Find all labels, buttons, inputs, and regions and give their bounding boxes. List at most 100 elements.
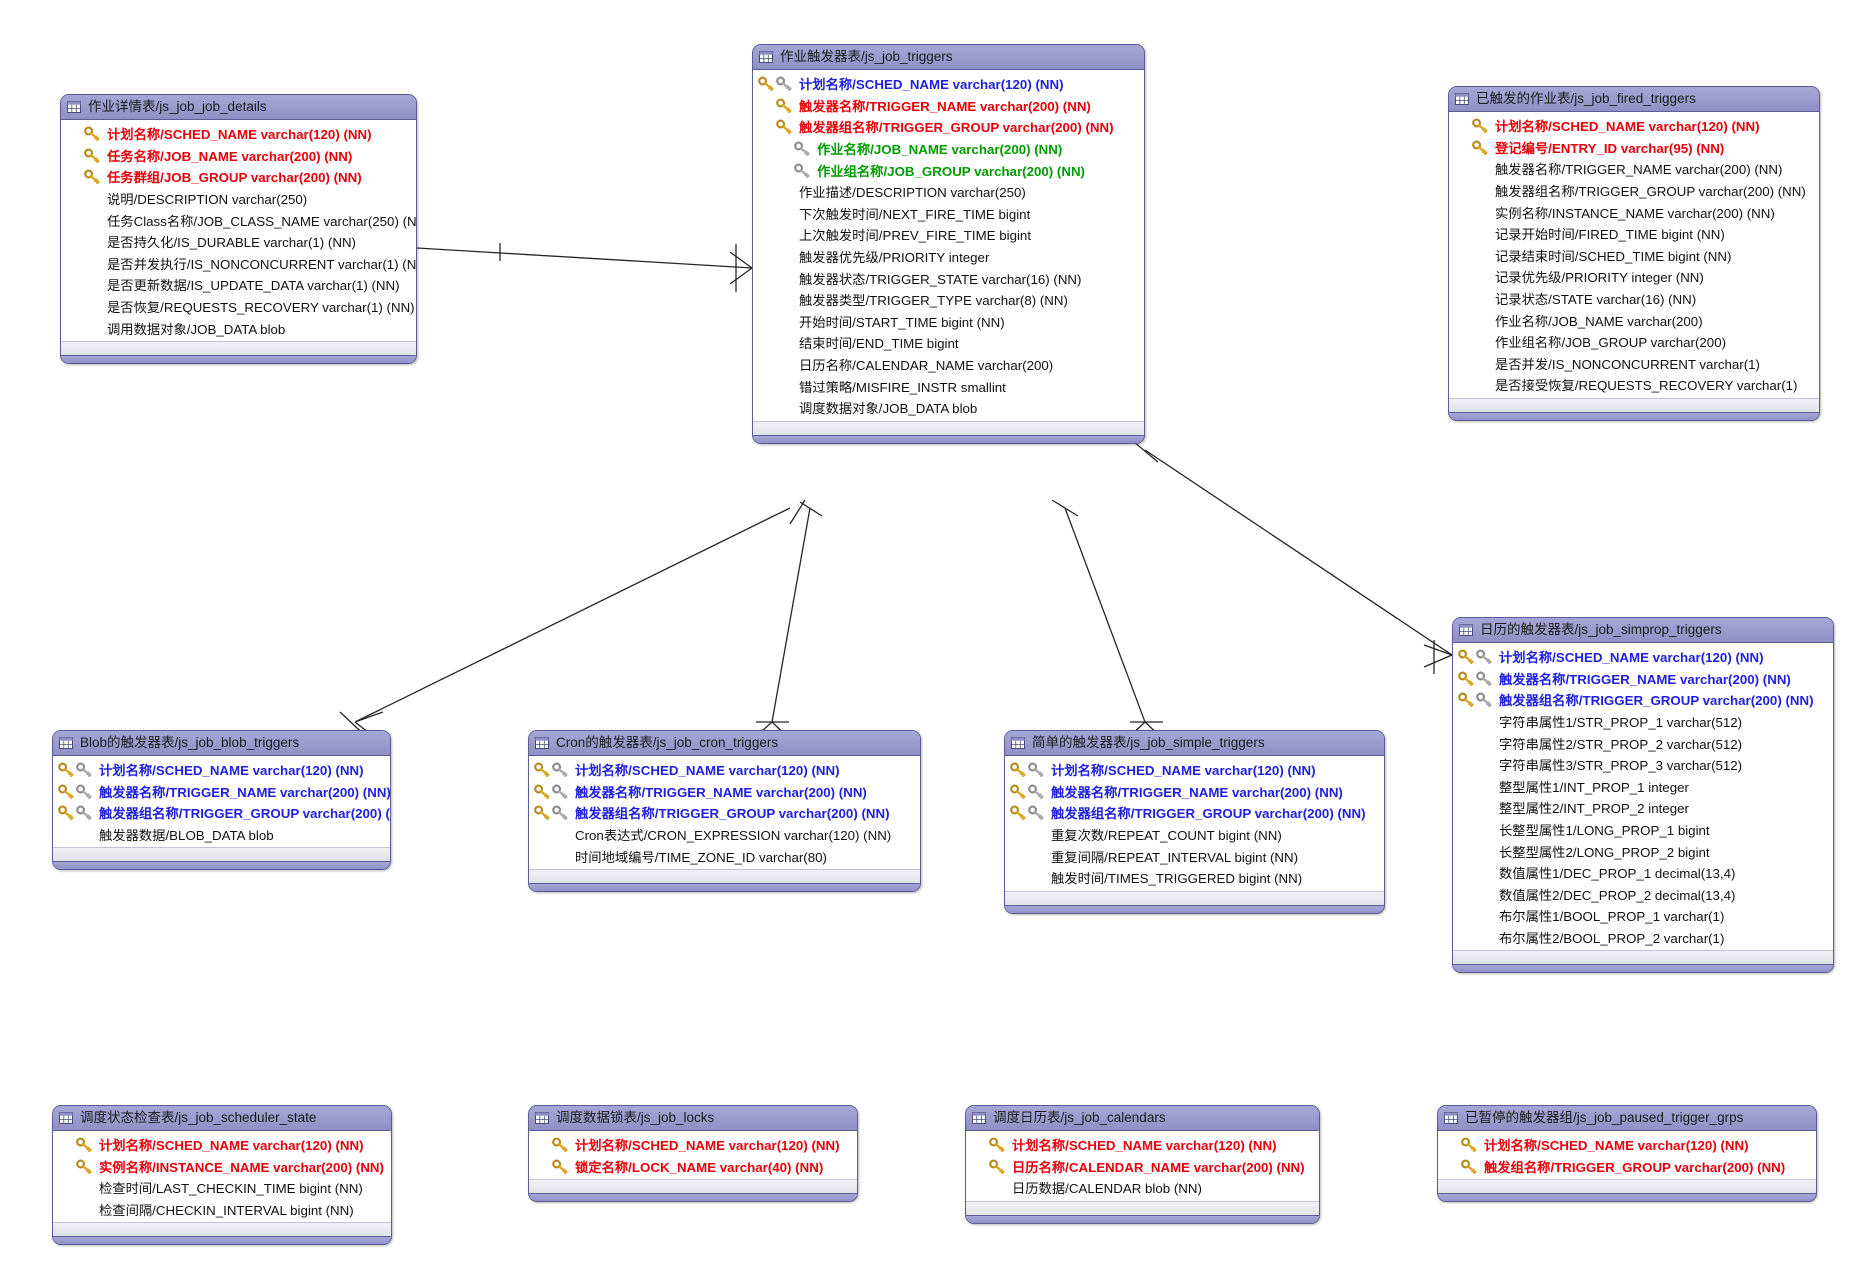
attribute-fired_triggers-10[interactable]: 作业组名称/JOB_GROUP varchar(200): [1449, 331, 1819, 353]
attribute-calendars-1[interactable]: 日历名称/CALENDAR_NAME varchar(200) (NN): [966, 1156, 1319, 1178]
attribute-fired_triggers-11[interactable]: 是否并发/IS_NONCONCURRENT varchar(1): [1449, 353, 1819, 375]
attribute-calendars-2[interactable]: 日历数据/CALENDAR blob (NN): [966, 1177, 1319, 1199]
attribute-cron_triggers-4[interactable]: 时间地域编号/TIME_ZONE_ID varchar(80): [529, 845, 920, 867]
attribute-simprop_triggers-13[interactable]: 布尔属性2/BOOL_PROP_2 varchar(1): [1453, 927, 1833, 949]
entity-table-calendars[interactable]: 调度日历表/js_job_calendars 计划名称/SCHED_NAME v…: [965, 1105, 1320, 1224]
attribute-fired_triggers-12[interactable]: 是否接受恢复/REQUESTS_RECOVERY varchar(1): [1449, 374, 1819, 396]
attribute-simprop_triggers-5[interactable]: 字符串属性3/STR_PROP_3 varchar(512): [1453, 754, 1833, 776]
entity-header-locks[interactable]: 调度数据锁表/js_job_locks: [529, 1106, 857, 1131]
entity-header-simprop_triggers[interactable]: 日历的触发器表/js_job_simprop_triggers: [1453, 618, 1833, 643]
attribute-fired_triggers-3[interactable]: 触发器组名称/TRIGGER_GROUP varchar(200) (NN): [1449, 180, 1819, 202]
entity-header-scheduler_state[interactable]: 调度状态检查表/js_job_scheduler_state: [53, 1106, 391, 1131]
entity-table-scheduler_state[interactable]: 调度状态检查表/js_job_scheduler_state 计划名称/SCHE…: [52, 1105, 392, 1246]
attribute-scheduler_state-0[interactable]: 计划名称/SCHED_NAME varchar(120) (NN): [53, 1134, 391, 1156]
entity-table-fired_triggers[interactable]: 已触发的作业表/js_job_fired_triggers 计划名称/SCHED…: [1448, 86, 1820, 421]
attribute-job_details-2[interactable]: 任务群组/JOB_GROUP varchar(200) (NN): [61, 166, 416, 188]
attribute-blob_triggers-3[interactable]: 触发器数据/BLOB_DATA blob: [53, 824, 390, 846]
attribute-job_triggers-13[interactable]: 日历名称/CALENDAR_NAME varchar(200): [753, 354, 1144, 376]
attribute-paused_trigger_grps-0[interactable]: 计划名称/SCHED_NAME varchar(120) (NN): [1438, 1134, 1816, 1156]
entity-table-cron_triggers[interactable]: Cron的触发器表/js_job_cron_triggers 计划名称/SCHE…: [528, 730, 921, 892]
attribute-fired_triggers-8[interactable]: 记录状态/STATE varchar(16) (NN): [1449, 288, 1819, 310]
attribute-calendars-0[interactable]: 计划名称/SCHED_NAME varchar(120) (NN): [966, 1134, 1319, 1156]
attribute-job_triggers-0[interactable]: 计划名称/SCHED_NAME varchar(120) (NN): [753, 73, 1144, 95]
attribute-locks-0[interactable]: 计划名称/SCHED_NAME varchar(120) (NN): [529, 1134, 857, 1156]
attribute-fired_triggers-6[interactable]: 记录结束时间/SCHED_TIME bigint (NN): [1449, 245, 1819, 267]
attribute-scheduler_state-2[interactable]: 检查时间/LAST_CHECKIN_TIME bigint (NN): [53, 1177, 391, 1199]
attribute-simple_triggers-2[interactable]: 触发器组名称/TRIGGER_GROUP varchar(200) (NN): [1005, 802, 1384, 824]
attribute-simprop_triggers-3[interactable]: 字符串属性1/STR_PROP_1 varchar(512): [1453, 711, 1833, 733]
attribute-simprop_triggers-0[interactable]: 计划名称/SCHED_NAME varchar(120) (NN): [1453, 646, 1833, 668]
entity-header-paused_trigger_grps[interactable]: 已暂停的触发器组/js_job_paused_trigger_grps: [1438, 1106, 1816, 1131]
attribute-fired_triggers-5[interactable]: 记录开始时间/FIRED_TIME bigint (NN): [1449, 223, 1819, 245]
entity-header-calendars[interactable]: 调度日历表/js_job_calendars: [966, 1106, 1319, 1131]
attribute-cron_triggers-0[interactable]: 计划名称/SCHED_NAME varchar(120) (NN): [529, 759, 920, 781]
attribute-fired_triggers-4[interactable]: 实例名称/INSTANCE_NAME varchar(200) (NN): [1449, 201, 1819, 223]
attribute-simple_triggers-4[interactable]: 重复间隔/REPEAT_INTERVAL bigint (NN): [1005, 845, 1384, 867]
attribute-scheduler_state-1[interactable]: 实例名称/INSTANCE_NAME varchar(200) (NN): [53, 1156, 391, 1178]
attribute-fired_triggers-7[interactable]: 记录优先级/PRIORITY integer (NN): [1449, 266, 1819, 288]
attribute-fired_triggers-9[interactable]: 作业名称/JOB_NAME varchar(200): [1449, 309, 1819, 331]
attribute-simprop_triggers-6[interactable]: 整型属性1/INT_PROP_1 integer: [1453, 776, 1833, 798]
attribute-cron_triggers-3[interactable]: Cron表达式/CRON_EXPRESSION varchar(120) (NN…: [529, 824, 920, 846]
attribute-fired_triggers-2[interactable]: 触发器名称/TRIGGER_NAME varchar(200) (NN): [1449, 158, 1819, 180]
attribute-job_triggers-9[interactable]: 触发器状态/TRIGGER_STATE varchar(16) (NN): [753, 267, 1144, 289]
attribute-job_details-5[interactable]: 是否持久化/IS_DURABLE varchar(1) (NN): [61, 231, 416, 253]
attribute-locks-1[interactable]: 锁定名称/LOCK_NAME varchar(40) (NN): [529, 1156, 857, 1178]
attribute-job_details-6[interactable]: 是否并发执行/IS_NONCONCURRENT varchar(1) (NN): [61, 253, 416, 275]
attribute-simple_triggers-1[interactable]: 触发器名称/TRIGGER_NAME varchar(200) (NN): [1005, 781, 1384, 803]
attribute-simprop_triggers-4[interactable]: 字符串属性2/STR_PROP_2 varchar(512): [1453, 732, 1833, 754]
entity-header-job_details[interactable]: 作业详情表/js_job_job_details: [61, 95, 416, 120]
entity-header-blob_triggers[interactable]: Blob的触发器表/js_job_blob_triggers: [53, 731, 390, 756]
attribute-simprop_triggers-10[interactable]: 数值属性1/DEC_PROP_1 decimal(13,4): [1453, 862, 1833, 884]
attribute-blob_triggers-2[interactable]: 触发器组名称/TRIGGER_GROUP varchar(200) (NN): [53, 802, 390, 824]
attribute-simprop_triggers-9[interactable]: 长整型属性2/LONG_PROP_2 bigint: [1453, 840, 1833, 862]
attribute-fired_triggers-1[interactable]: 登记编号/ENTRY_ID varchar(95) (NN): [1449, 137, 1819, 159]
attribute-blob_triggers-0[interactable]: 计划名称/SCHED_NAME varchar(120) (NN): [53, 759, 390, 781]
attribute-simple_triggers-0[interactable]: 计划名称/SCHED_NAME varchar(120) (NN): [1005, 759, 1384, 781]
entity-table-simprop_triggers[interactable]: 日历的触发器表/js_job_simprop_triggers 计划名称/SCH…: [1452, 617, 1834, 974]
attribute-job_triggers-10[interactable]: 触发器类型/TRIGGER_TYPE varchar(8) (NN): [753, 289, 1144, 311]
attribute-simprop_triggers-12[interactable]: 布尔属性1/BOOL_PROP_1 varchar(1): [1453, 905, 1833, 927]
attribute-job_triggers-2[interactable]: 触发器组名称/TRIGGER_GROUP varchar(200) (NN): [753, 116, 1144, 138]
attribute-job_details-9[interactable]: 调用数据对象/JOB_DATA blob: [61, 317, 416, 339]
attribute-cron_triggers-2[interactable]: 触发器组名称/TRIGGER_GROUP varchar(200) (NN): [529, 802, 920, 824]
entity-table-paused_trigger_grps[interactable]: 已暂停的触发器组/js_job_paused_trigger_grps 计划名称…: [1437, 1105, 1817, 1203]
attribute-job_triggers-8[interactable]: 触发器优先级/PRIORITY integer: [753, 246, 1144, 268]
attribute-job_details-1[interactable]: 任务名称/JOB_NAME varchar(200) (NN): [61, 145, 416, 167]
attribute-job_details-0[interactable]: 计划名称/SCHED_NAME varchar(120) (NN): [61, 123, 416, 145]
attribute-scheduler_state-3[interactable]: 检查间隔/CHECKIN_INTERVAL bigint (NN): [53, 1199, 391, 1221]
attribute-simple_triggers-3[interactable]: 重复次数/REPEAT_COUNT bigint (NN): [1005, 824, 1384, 846]
entity-table-locks[interactable]: 调度数据锁表/js_job_locks 计划名称/SCHED_NAME varc…: [528, 1105, 858, 1203]
entity-header-job_triggers[interactable]: 作业触发器表/js_job_triggers: [753, 45, 1144, 70]
attribute-job_details-7[interactable]: 是否更新数据/IS_UPDATE_DATA varchar(1) (NN): [61, 274, 416, 296]
attribute-simprop_triggers-11[interactable]: 数值属性2/DEC_PROP_2 decimal(13,4): [1453, 884, 1833, 906]
attribute-job_triggers-12[interactable]: 结束时间/END_TIME bigint: [753, 332, 1144, 354]
attribute-paused_trigger_grps-1[interactable]: 触发组名称/TRIGGER_GROUP varchar(200) (NN): [1438, 1156, 1816, 1178]
entity-table-job_triggers[interactable]: 作业触发器表/js_job_triggers 计划名称/SCHED_NAME v…: [752, 44, 1145, 444]
attribute-simple_triggers-5[interactable]: 触发时间/TIMES_TRIGGERED bigint (NN): [1005, 867, 1384, 889]
attribute-simprop_triggers-8[interactable]: 长整型属性1/LONG_PROP_1 bigint: [1453, 819, 1833, 841]
attribute-job_triggers-4[interactable]: 作业组名称/JOB_GROUP varchar(200) (NN): [753, 159, 1144, 181]
attribute-job_details-8[interactable]: 是否恢复/REQUESTS_RECOVERY varchar(1) (NN): [61, 296, 416, 318]
entity-table-simple_triggers[interactable]: 简单的触发器表/js_job_simple_triggers 计划名称/SCHE…: [1004, 730, 1385, 914]
attribute-job_triggers-1[interactable]: 触发器名称/TRIGGER_NAME varchar(200) (NN): [753, 95, 1144, 117]
attribute-job_triggers-5[interactable]: 作业描述/DESCRIPTION varchar(250): [753, 181, 1144, 203]
entity-header-simple_triggers[interactable]: 简单的触发器表/js_job_simple_triggers: [1005, 731, 1384, 756]
entity-header-fired_triggers[interactable]: 已触发的作业表/js_job_fired_triggers: [1449, 87, 1819, 112]
attribute-simprop_triggers-2[interactable]: 触发器组名称/TRIGGER_GROUP varchar(200) (NN): [1453, 689, 1833, 711]
entity-table-job_details[interactable]: 作业详情表/js_job_job_details 计划名称/SCHED_NAME…: [60, 94, 417, 364]
attribute-job_triggers-6[interactable]: 下次触发时间/NEXT_FIRE_TIME bigint: [753, 203, 1144, 225]
attribute-simprop_triggers-7[interactable]: 整型属性2/INT_PROP_2 integer: [1453, 797, 1833, 819]
attribute-job_triggers-7[interactable]: 上次触发时间/PREV_FIRE_TIME bigint: [753, 224, 1144, 246]
attribute-job_triggers-3[interactable]: 作业名称/JOB_NAME varchar(200) (NN): [753, 138, 1144, 160]
attribute-job_triggers-15[interactable]: 调度数据对象/JOB_DATA blob: [753, 397, 1144, 419]
entity-table-blob_triggers[interactable]: Blob的触发器表/js_job_blob_triggers 计划名称/SCHE…: [52, 730, 391, 871]
attribute-blob_triggers-1[interactable]: 触发器名称/TRIGGER_NAME varchar(200) (NN): [53, 781, 390, 803]
attribute-job_triggers-14[interactable]: 错过策略/MISFIRE_INSTR smallint: [753, 375, 1144, 397]
entity-header-cron_triggers[interactable]: Cron的触发器表/js_job_cron_triggers: [529, 731, 920, 756]
attribute-job_triggers-11[interactable]: 开始时间/START_TIME bigint (NN): [753, 311, 1144, 333]
attribute-job_details-4[interactable]: 任务Class名称/JOB_CLASS_NAME varchar(250) (N…: [61, 209, 416, 231]
attribute-cron_triggers-1[interactable]: 触发器名称/TRIGGER_NAME varchar(200) (NN): [529, 781, 920, 803]
attribute-fired_triggers-0[interactable]: 计划名称/SCHED_NAME varchar(120) (NN): [1449, 115, 1819, 137]
attribute-job_details-3[interactable]: 说明/DESCRIPTION varchar(250): [61, 188, 416, 210]
